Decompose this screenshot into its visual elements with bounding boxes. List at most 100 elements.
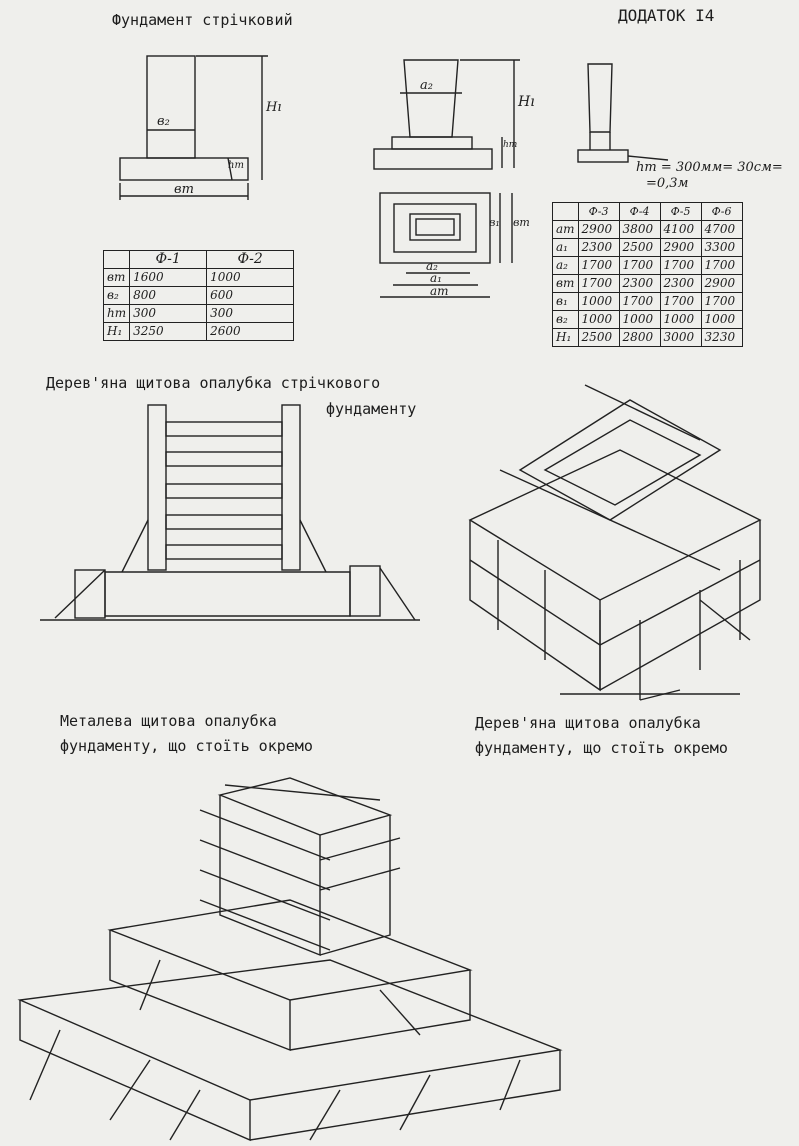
table-cell: 1700 <box>659 292 702 311</box>
table-header <box>102 250 131 269</box>
table-cell: вт <box>552 274 579 293</box>
table-header: Ф-4 <box>618 202 661 221</box>
table-header: Ф-5 <box>659 202 702 221</box>
table-row: вт 1700 2300 2300 2900 <box>552 274 743 293</box>
table-cell: hт <box>102 304 131 323</box>
wood-formwork-caption-line2: фундаменту, що стоїть окремо <box>475 739 728 757</box>
column-sketch-small <box>577 63 669 163</box>
table-cell: 1000 <box>618 310 661 329</box>
table-header <box>552 202 579 221</box>
table-cell: a₁ <box>552 238 579 257</box>
table-header: Ф-2 <box>206 250 295 269</box>
table-row: вт 1600 1000 <box>102 268 295 287</box>
table-cell: 2500 <box>618 238 661 257</box>
dim-hr-label: hт <box>228 160 244 171</box>
dim-hr-column-label: hт <box>503 140 518 150</box>
strip-foundation-table: Ф-1 Ф-2 вт 1600 1000 в₂ 800 600 hт 300 3… <box>102 250 295 341</box>
table-row: в₁ 1000 1700 1700 1700 <box>552 292 743 311</box>
dim-bt-label: вт <box>174 182 194 197</box>
column-foundation-plan <box>379 192 513 298</box>
strip-formwork-caption-line2: фундаменту <box>326 400 417 418</box>
table-cell: 3230 <box>700 328 743 347</box>
table-cell: 2900 <box>659 238 702 257</box>
table-cell: 1700 <box>618 292 661 311</box>
table-header: Ф-3 <box>577 202 620 221</box>
table-cell: 2800 <box>618 328 661 347</box>
table-cell: 300 <box>206 304 295 323</box>
metal-formwork-caption-line2: фундаменту, що стоїть окремо <box>60 737 313 755</box>
table-cell: 2300 <box>659 274 702 293</box>
wood-formwork-drawing <box>468 384 762 701</box>
table-row: H₁ 3250 2600 <box>102 322 295 341</box>
table-cell: 300 <box>129 304 208 323</box>
table-row: a₂ 1700 1700 1700 1700 <box>552 256 743 275</box>
dim-b1-plan-label: в₁ <box>489 216 500 229</box>
table-cell: 2600 <box>206 322 295 341</box>
table-cell: 4700 <box>700 220 743 239</box>
metal-formwork-drawing <box>17 777 563 1142</box>
dim-a2-plan-label: a₂ <box>426 259 438 273</box>
table-cell: 1700 <box>700 292 743 311</box>
table-cell: в₂ <box>552 310 579 329</box>
table-cell: вт <box>102 268 131 287</box>
table-cell: 1000 <box>577 310 620 329</box>
appendix-label: ДОДАТОК І4 <box>618 6 715 25</box>
table-cell: 2500 <box>577 328 620 347</box>
table-row: в₂ 1000 1000 1000 1000 <box>552 310 743 329</box>
column-foundation-section <box>373 59 520 170</box>
table-cell: a₂ <box>552 256 579 275</box>
table-cell: в₂ <box>102 286 131 305</box>
table-cell: 1000 <box>700 310 743 329</box>
dim-h1-column-label: Hı <box>518 94 535 110</box>
table-cell: 1000 <box>206 268 295 287</box>
table-header: Ф-6 <box>700 202 743 221</box>
table-cell: 4100 <box>659 220 702 239</box>
table-cell: 2900 <box>577 220 620 239</box>
page-title: Фундамент стрічковий <box>112 11 293 29</box>
table-cell: 2300 <box>618 274 661 293</box>
table-cell: 3000 <box>659 328 702 347</box>
table-header-row: Ф-1 Ф-2 <box>102 250 295 269</box>
table-cell: 1700 <box>618 256 661 275</box>
table-cell: aт <box>552 220 579 239</box>
dim-a2-section-label: a₂ <box>420 78 433 93</box>
table-cell: 1700 <box>577 274 620 293</box>
table-cell: 1700 <box>700 256 743 275</box>
table-header-row: Ф-3 Ф-4 Ф-5 Ф-6 <box>552 202 743 221</box>
metal-formwork-caption-line1: Металева щитова опалубка <box>60 712 277 730</box>
table-row: H₁ 2500 2800 3000 3230 <box>552 328 743 347</box>
table-row: в₂ 800 600 <box>102 286 295 305</box>
dim-at-plan-label: aт <box>430 284 449 298</box>
table-cell: 3250 <box>129 322 208 341</box>
table-row: aт 2900 3800 4100 4700 <box>552 220 743 239</box>
table-row: hт 300 300 <box>102 304 295 323</box>
table-cell: H₁ <box>102 322 131 341</box>
strip-formwork-caption-line1: Дерев'яна щитова опалубка стрічкового <box>46 374 381 392</box>
table-cell: в₁ <box>552 292 579 311</box>
wood-formwork-caption-line1: Дерев'яна щитова опалубка <box>475 714 701 732</box>
table-cell: 1000 <box>577 292 620 311</box>
table-row: a₁ 2300 2500 2900 3300 <box>552 238 743 257</box>
table-cell: 3300 <box>700 238 743 257</box>
table-cell: 2300 <box>577 238 620 257</box>
column-foundation-table: Ф-3 Ф-4 Ф-5 Ф-6 aт 2900 3800 4100 4700 a… <box>552 202 743 347</box>
dim-a1-plan-label: a₁ <box>430 271 442 285</box>
table-cell: 1000 <box>659 310 702 329</box>
height-note-line2: =0,3м <box>646 176 689 191</box>
height-note-line1: hт = 300мм= 30см= <box>636 160 783 175</box>
strip-formwork-drawing <box>40 404 420 621</box>
strip-foundation-section <box>119 55 268 200</box>
dim-bt-plan-label: вт <box>513 216 530 229</box>
table-cell: 800 <box>129 286 208 305</box>
dim-b2-label: в₂ <box>157 114 170 129</box>
table-cell: 1600 <box>129 268 208 287</box>
table-cell: 600 <box>206 286 295 305</box>
table-cell: 2900 <box>700 274 743 293</box>
dim-h1-label: Hı <box>266 100 282 115</box>
table-cell: 3800 <box>618 220 661 239</box>
table-cell: H₁ <box>552 328 579 347</box>
table-header: Ф-1 <box>129 250 208 269</box>
table-cell: 1700 <box>659 256 702 275</box>
